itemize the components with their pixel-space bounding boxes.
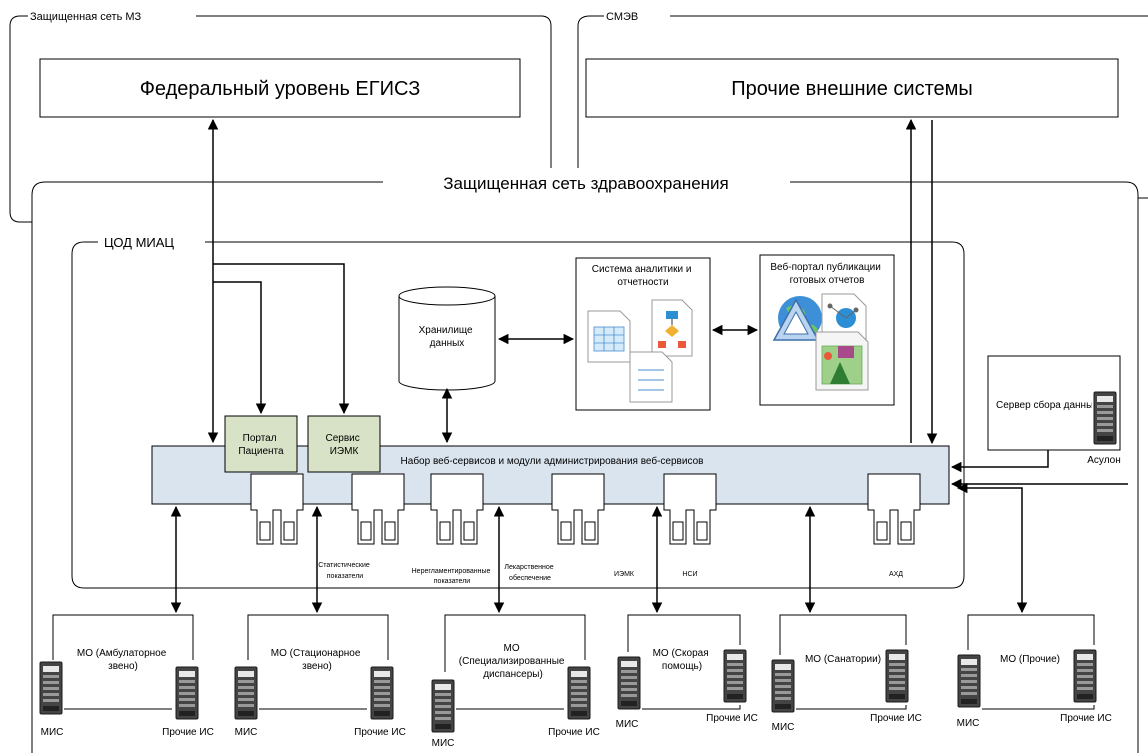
mo-inpatient[interactable]: МО (Стационарное звено) <box>247 614 389 710</box>
mis-server-icon <box>431 679 455 733</box>
other-is-server-icon <box>885 649 909 703</box>
other-is-server-icon <box>723 649 747 703</box>
other-is-label: Прочие ИС <box>162 727 214 738</box>
mis-label: МИС <box>235 727 258 738</box>
other-is-label: Прочие ИС <box>548 727 600 738</box>
module-iemk[interactable] <box>663 473 717 545</box>
web-portal[interactable]: Веб-портал публикации готовых отчетов <box>759 254 895 406</box>
code-document-icon <box>629 351 673 403</box>
other-is-label: Прочие ИС <box>706 713 758 724</box>
spreadsheet-document-icon <box>587 310 631 363</box>
other-is-label: Прочие ИС <box>1060 713 1112 724</box>
module-nonregulated-label: Нерегламентированные показатели <box>412 568 493 585</box>
mz-network-label: Защищенная сеть МЗ <box>30 11 142 23</box>
federal-egisz-box[interactable] <box>39 58 521 118</box>
external-systems-box[interactable] <box>585 58 1119 118</box>
collection-server-label: Сервер сбора данных <box>996 399 1098 411</box>
other-is-server-icon <box>370 666 394 720</box>
iemk-service[interactable]: Сервис ИЭМК <box>307 415 381 473</box>
module-nonregulated[interactable] <box>430 473 484 545</box>
asulon-label: Асулон <box>1087 455 1120 466</box>
module-connector[interactable] <box>250 473 304 545</box>
mis-label: МИС <box>772 722 795 733</box>
picture-icon <box>815 331 869 391</box>
mis-label: МИС <box>616 719 639 730</box>
analytics-system-label: Система аналитики и отчетности <box>592 264 694 288</box>
mis-server-icon <box>771 659 795 713</box>
flowchart-document-icon <box>651 299 693 357</box>
data-storage[interactable]: Хранилище данных <box>398 286 496 391</box>
analytics-system[interactable]: Система аналитики и отчетности <box>575 257 711 411</box>
module-drugs-label: Лекарственное обеспечение <box>504 564 555 582</box>
healthcare-network-frame <box>31 181 1139 753</box>
module-iemk-label: ИЭМК <box>614 571 635 578</box>
iemk-service-label: Сервис ИЭМК <box>325 433 362 457</box>
mis-server-icon <box>39 661 63 715</box>
mis-label: МИС <box>432 738 455 749</box>
other-is-server-icon <box>1073 649 1097 703</box>
module-statistics-label: Статистические показатели <box>318 562 372 580</box>
smev-frame <box>577 15 1148 168</box>
mis-server-icon <box>234 666 258 720</box>
mis-server-icon <box>957 654 981 708</box>
mis-label: МИС <box>957 718 980 729</box>
web-services-label: Набор веб-сервисов и модули администриро… <box>401 455 704 467</box>
data-storage-label: Хранилище данных <box>419 325 476 349</box>
mis-server-icon <box>617 656 641 710</box>
other-is-label: Прочие ИС <box>870 713 922 724</box>
patient-portal[interactable]: Портал Пациента <box>224 415 298 473</box>
module-drugs[interactable] <box>551 473 605 545</box>
mo-ambulatory-title: МО (Амбулаторное звено) <box>77 647 169 672</box>
mo-ambulatory[interactable]: МО (Амбулаторное звено) <box>52 614 194 710</box>
mo-sanatorium-title: МО (Санатории) <box>805 654 881 665</box>
connector-lines <box>170 118 1128 614</box>
mo-emergency-title: МО (Скорая помощь) <box>653 648 712 672</box>
module-nsi-label: НСИ <box>682 571 697 578</box>
asulon-server-icon <box>1093 391 1117 445</box>
other-is-server-icon <box>175 666 199 720</box>
web-portal-label: Веб-портал публикации готовых отчетов <box>770 261 883 286</box>
mo-inpatient-title: МО (Стационарное звено) <box>271 648 363 672</box>
healthcare-network-label: Защищенная сеть здравоохранения <box>443 174 729 193</box>
mo-specialized-title: МО (Специализированные диспансеры) <box>459 643 567 680</box>
module-ahd[interactable] <box>867 473 921 545</box>
shapes-triangle-icon <box>772 298 820 341</box>
patient-portal-label: Портал Пациента <box>238 433 284 457</box>
mz-network-frame <box>9 15 552 223</box>
external-systems-label: Прочие внешние системы <box>731 78 973 100</box>
cod-miac-label: ЦОД МИАЦ <box>104 235 174 250</box>
mo-other-title: МО (Прочие) <box>1000 654 1060 665</box>
other-is-label: Прочие ИС <box>354 727 406 738</box>
federal-egisz-label: Федеральный уровень ЕГИСЗ <box>140 78 421 100</box>
mo-specialized[interactable]: МО (Специализированные диспансеры) <box>444 614 586 710</box>
cod-miac-frame <box>71 241 965 589</box>
module-ahd-label: АХД <box>889 571 903 578</box>
mis-label: МИС <box>41 727 64 738</box>
module-statistics[interactable] <box>351 473 405 545</box>
smev-label: СМЭВ <box>606 11 638 23</box>
other-is-server-icon <box>567 666 591 720</box>
